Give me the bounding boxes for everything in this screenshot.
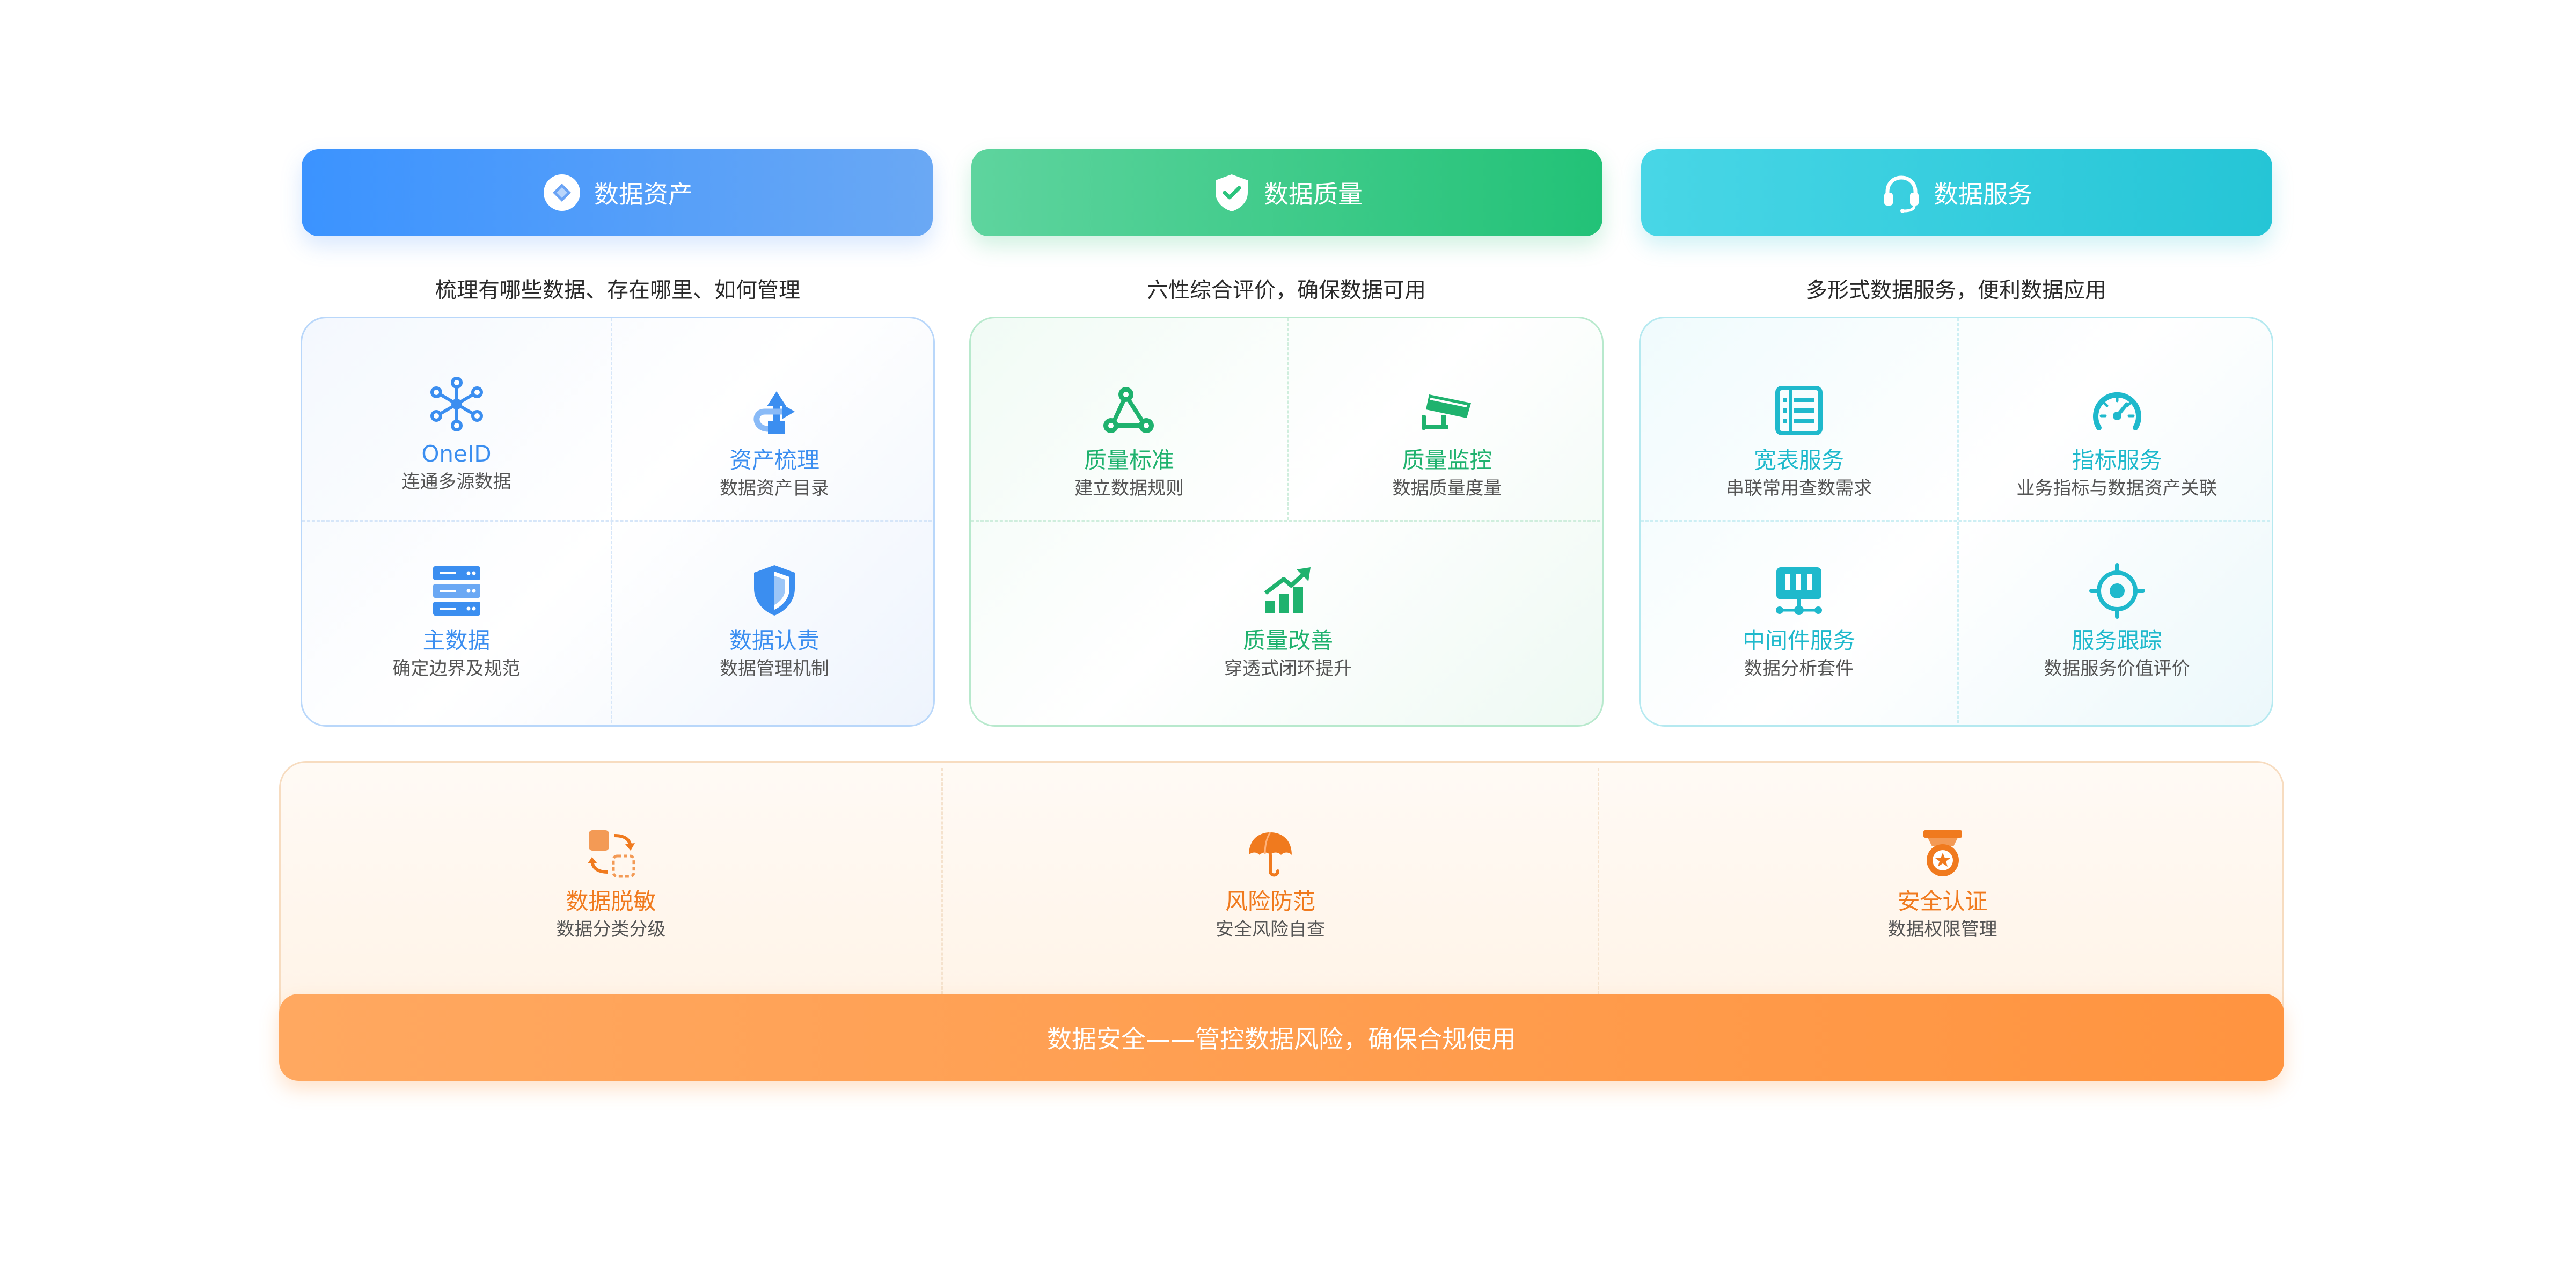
cell-desc: 数据服务价值评价	[2044, 658, 2190, 679]
subtitle-data-assets: 梳理有哪些数据、存在哪里、如何管理	[435, 278, 800, 303]
network-icon	[430, 377, 483, 431]
cell-desc: 确定边界及规范	[392, 658, 521, 679]
cell-quality-standard[interactable]: 质量标准 建立数据规则	[971, 383, 1287, 500]
cell-desensitize[interactable]: 数据脱敏 数据分类分级	[281, 828, 941, 941]
divider	[1287, 318, 1289, 520]
cell-title: 质量监控	[1402, 447, 1492, 473]
medal-icon	[1923, 830, 1962, 876]
shield-check-icon	[1216, 174, 1248, 211]
cell-title: 安全认证	[1897, 888, 1988, 914]
diamond-icon	[544, 174, 580, 211]
cell-metric-service[interactable]: 指标服务 业务指标与数据资产关联	[1959, 383, 2272, 500]
subtitle-data-service: 多形式数据服务，便利数据应用	[1806, 278, 2106, 303]
header-title: 数据资产	[594, 180, 693, 209]
triangle-nodes-icon	[1103, 387, 1154, 433]
cell-desc: 数据权限管理	[1887, 919, 1997, 940]
cell-title: 中间件服务	[1742, 627, 1855, 654]
equalizer-icon	[1776, 567, 1822, 615]
cell-desc: 数据质量度量	[1392, 478, 1502, 499]
cell-asset-sort[interactable]: 资产梳理 数据资产目录	[612, 383, 933, 500]
cell-title: OneID	[421, 441, 492, 467]
divider	[302, 520, 933, 522]
divider	[941, 768, 943, 1004]
cell-risk-prevention[interactable]: 风险防范 安全风险自查	[943, 828, 1598, 941]
table-icon	[1775, 386, 1823, 435]
cell-middleware[interactable]: 中间件服务 数据分析套件	[1641, 563, 1957, 680]
divider	[1957, 318, 1959, 725]
cell-title: 指标服务	[2072, 447, 2162, 473]
camera-icon	[1421, 394, 1471, 430]
cell-service-track[interactable]: 服务跟踪 数据服务价值评价	[1959, 563, 2272, 680]
cell-title: 宽表服务	[1753, 447, 1844, 473]
header-data-service: 数据服务	[1641, 149, 2272, 236]
divider	[971, 520, 1602, 522]
cell-title: 主数据	[422, 627, 491, 654]
header-data-quality: 数据质量	[971, 149, 1602, 236]
cell-desc: 串联常用查数需求	[1726, 478, 1872, 499]
umbrella-icon	[1249, 832, 1292, 877]
swap-icon	[587, 830, 635, 878]
panel-data-service: 宽表服务 串联常用查数需求 指标服务 业务指标与数据资产关联	[1639, 317, 2273, 727]
cell-desc: 连通多源数据	[401, 471, 511, 493]
cell-master-data[interactable]: 主数据 确定边界及规范	[302, 563, 611, 680]
cell-title: 质量标准	[1084, 447, 1174, 473]
cell-title: 质量改善	[1242, 627, 1333, 654]
divider	[1598, 768, 1599, 1004]
header-data-assets: 数据资产	[302, 149, 933, 236]
cell-desc: 数据分类分级	[556, 919, 666, 940]
cell-certification[interactable]: 安全认证 数据权限管理	[1599, 828, 2286, 941]
cell-title: 数据脱敏	[566, 888, 656, 914]
cell-desc: 建立数据规则	[1074, 478, 1184, 499]
headset-icon	[1884, 175, 1919, 213]
cell-title: 服务跟踪	[2072, 627, 2162, 654]
cell-wide-table[interactable]: 宽表服务 串联常用查数需求	[1641, 383, 1957, 500]
panel-data-quality: 质量标准 建立数据规则 质量监控 数据质量度量 质量改善 穿透式闭环提升	[969, 317, 1604, 727]
cell-oneid[interactable]: OneID 连通多源数据	[302, 376, 611, 493]
cell-desc: 业务指标与数据资产关联	[2016, 478, 2218, 499]
cell-desc: 数据资产目录	[720, 478, 829, 499]
cell-quality-improve[interactable]: 质量改善 穿透式闭环提升	[971, 563, 1602, 680]
cell-desc: 数据管理机制	[720, 658, 829, 679]
cell-desc: 穿透式闭环提升	[1224, 658, 1352, 679]
flow-arrow-icon	[753, 391, 795, 434]
shield-icon	[754, 565, 795, 616]
cell-accountability[interactable]: 数据认责 数据管理机制	[612, 563, 933, 680]
security-banner-text: 数据安全——管控数据风险，确保合规使用	[1047, 1024, 1516, 1053]
divider	[611, 318, 612, 725]
header-title: 数据质量	[1264, 180, 1363, 209]
server-icon	[433, 566, 480, 616]
cell-title: 资产梳理	[729, 447, 819, 473]
panel-data-security: 数据脱敏 数据分类分级 风险防范 安全风险自查 安全认证 数据权限管理	[279, 761, 2284, 1040]
panel-data-assets: OneID 连通多源数据 资产梳理 数据资产目录	[301, 317, 935, 727]
subtitle-data-quality: 六性综合评价，确保数据可用	[1147, 278, 1426, 303]
cell-title: 数据认责	[729, 627, 819, 654]
cell-title: 风险防范	[1225, 888, 1315, 914]
target-icon	[2089, 563, 2145, 619]
cell-quality-monitor[interactable]: 质量监控 数据质量度量	[1289, 383, 1602, 500]
speedometer-icon	[2092, 392, 2141, 430]
growth-chart-icon	[1264, 567, 1311, 613]
cell-desc: 安全风险自查	[1216, 919, 1325, 940]
divider	[1641, 520, 2272, 522]
security-banner: 数据安全——管控数据风险，确保合规使用	[279, 994, 2284, 1081]
cell-desc: 数据分析套件	[1744, 658, 1854, 679]
header-title: 数据服务	[1934, 180, 2032, 209]
